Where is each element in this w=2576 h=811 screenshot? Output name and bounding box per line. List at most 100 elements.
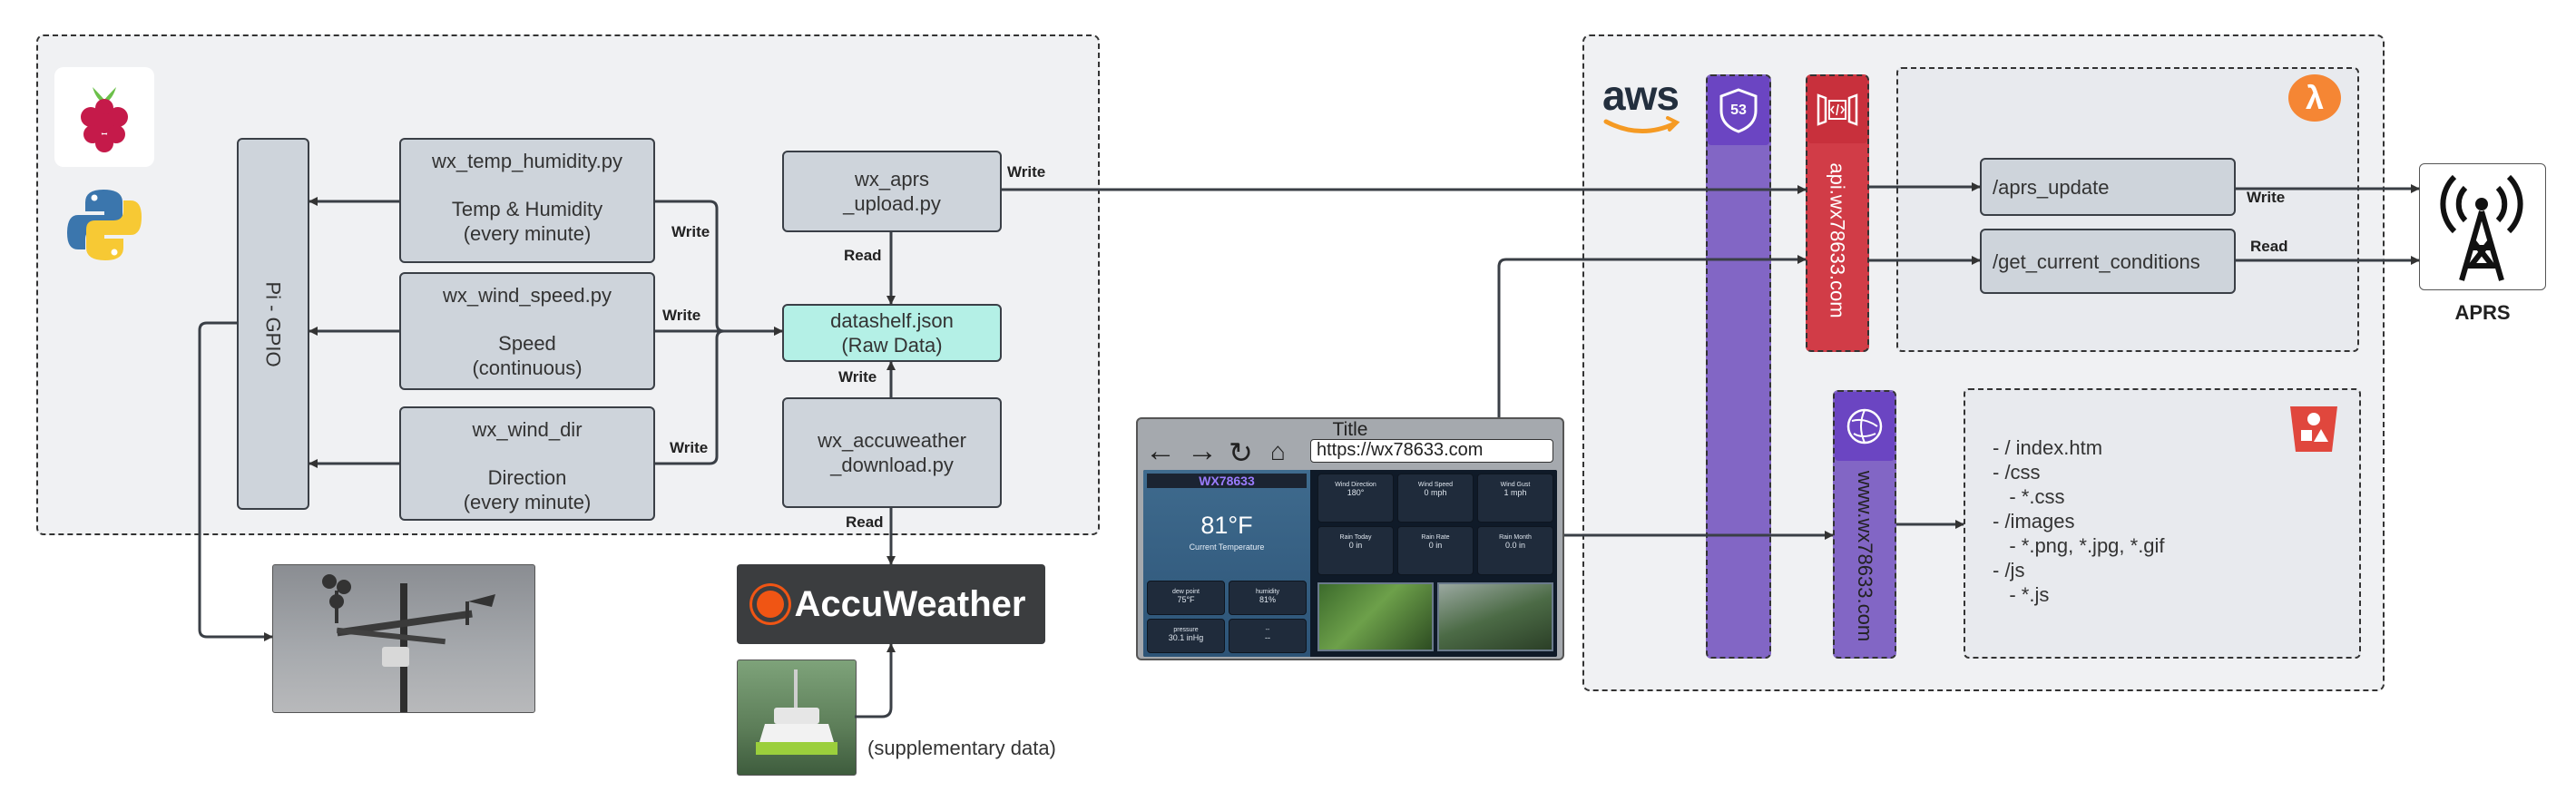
tile-value: 0.0 in [1504,541,1526,550]
tile-label: Rain Rate [1421,534,1450,541]
tile-value: 0 in [1428,541,1443,550]
tile-value: 1 mph [1503,488,1527,497]
endpoint-label: /get_current_conditions [1993,249,2200,273]
lambda-icon: λ [2288,74,2341,122]
edge-gpio-to-station [198,321,273,641]
tile-value: 81% [1259,595,1276,604]
address-url: https://wx78633.com [1317,440,1484,460]
lambda-symbol: λ [2305,79,2325,116]
route53-pillar [1706,74,1771,659]
tile-label: Wind Gust [1500,482,1531,488]
tile-label: Rain Today [1339,534,1372,541]
wx-wind-dir-box: wx_wind_dir Direction (every minute) [399,406,655,521]
anemometer-icon [322,574,495,712]
browser-window: Title ← → ↻ ⌂ https://wx78633.com WX7863… [1136,417,1564,660]
home-icon[interactable]: ⌂ [1270,437,1286,465]
tile-label: pressure [1173,627,1199,633]
edge-label-read: Read [2250,238,2288,255]
reload-icon[interactable]: ↻ [1229,436,1253,469]
script-name: wx_wind_dir [472,418,583,441]
wx-aprs-upload-box: wx_aprs _upload.py [782,151,1002,232]
current-temp: 81°F [1200,512,1253,539]
edge-browser-to-api [1497,255,1807,417]
endpoint-get-current-conditions: /get_current_conditions [1980,229,2236,294]
browser-title: Title [1332,419,1368,440]
edge-label-read: Read [844,247,882,264]
route53-number: 53 [1730,103,1747,118]
site-name-banner: WX78633 [1147,474,1307,488]
aws-logo: aws [1602,74,1684,143]
edge-label-read: Read [846,513,884,531]
tile-value: 30.1 inHg [1168,633,1204,642]
aws-logo-text: aws [1602,72,1680,119]
aws-smile-icon [1603,116,1680,133]
sun-icon [756,591,784,618]
supplementary-sensor-photo [737,660,857,776]
edge-sensor-to-accu [855,643,896,718]
tile-label: Rain Month [1499,534,1532,541]
endpoint-label: /aprs_update [1993,175,2110,199]
script-desc: Temp & Humidity (every minute) [451,198,603,245]
forward-arrow-icon[interactable]: → [1187,434,1218,468]
edge-label-write: Write [671,223,710,240]
globe-icon [1846,408,1883,445]
datashelf-json-box: datashelf.json (Raw Data) [782,304,1002,362]
aprs-tower-box [2419,163,2546,290]
raspberry-icon [81,87,128,152]
accuweather-logo: AccuWeather [737,564,1045,644]
shield-icon [1719,88,1758,133]
radio-tower-icon [2440,174,2523,281]
tile-label: Wind Direction [1335,482,1376,488]
cloudfront-badge [1835,392,1895,461]
edge-label-write: Write [670,439,709,456]
api-gateway-icon [1817,93,1858,126]
script-name: wx_wind_speed.py [443,284,612,307]
script-name: wx_temp_humidity.py [432,150,622,172]
script-desc: Speed (continuous) [472,332,583,379]
wx-accuweather-download-box: wx_accuweather _download.py [782,397,1002,508]
python-icon [65,186,143,264]
camera-image-1 [1317,582,1434,651]
script-desc: Direction (every minute) [463,466,592,513]
tile-label: humidity [1255,589,1280,595]
edge-label-write: Write [662,307,701,324]
pi-gpio-box: Pi - GPIO [237,138,309,510]
script-name: wx_accuweather _download.py [818,429,966,476]
aprs-label: APRS [2454,301,2511,324]
tile-label: -- [1265,627,1270,633]
api-gateway-badge [1807,76,1867,143]
edge-label-write: Write [838,368,877,386]
address-bar[interactable]: https://wx78633.com [1310,439,1553,463]
tile-value: -- [1265,633,1270,642]
wx-temp-humidity-box: wx_temp_humidity.py Temp & Humidity (eve… [399,138,655,263]
edge-label-write: Write [2247,189,2286,206]
wx-wind-speed-box: wx_wind_speed.py Speed (continuous) [399,272,655,390]
s3-bucket-icon [2285,399,2343,457]
endpoint-aprs-update: /aprs_update [1980,158,2236,216]
browser-viewport: WX78633 81°F Current Temperature dew poi… [1143,470,1557,657]
left-panel: WX78633 81°F Current Temperature dew poi… [1143,470,1310,657]
s3-file-list: - / index.htm - /css - *.css - /images -… [1993,436,2165,606]
raspberry-pi-logo [54,67,154,167]
route53-badge: 53 [1708,76,1769,145]
sensor-icon [756,669,837,755]
datashelf-label: datashelf.json (Raw Data) [830,309,954,357]
back-arrow-icon[interactable]: ← [1145,434,1176,468]
edge-label-write: Write [1007,163,1046,181]
edge-dir-write [655,329,725,465]
tile-value: 0 mph [1424,488,1447,497]
current-temp-caption: Current Temperature [1189,542,1265,552]
accuweather-logo-text: AccuWeather [794,583,1026,624]
tile-value: 75°F [1177,595,1195,604]
weather-station-photo [272,564,535,713]
